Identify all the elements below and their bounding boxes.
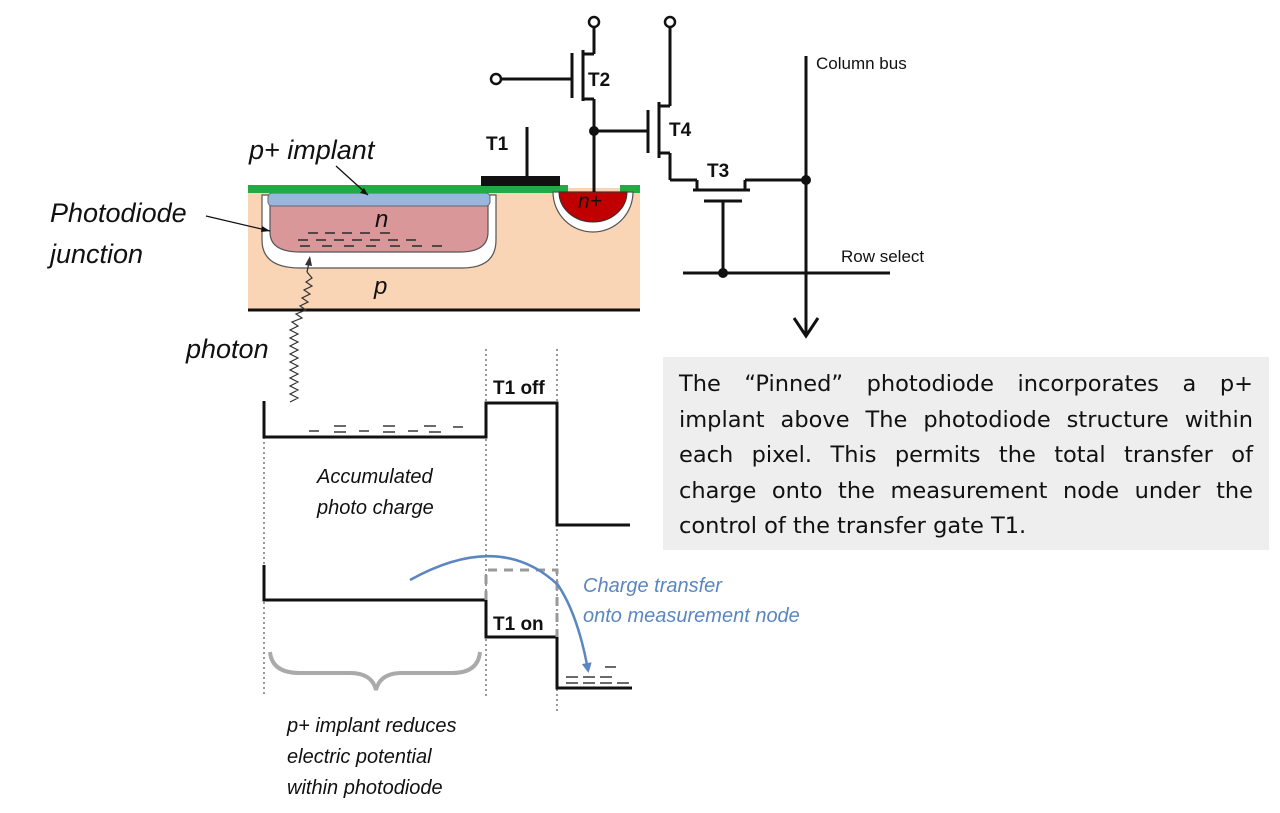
- p-plus-implant-layer: [267, 192, 491, 207]
- label-p-region: p: [373, 273, 387, 300]
- n-plus-region: [558, 191, 628, 223]
- n-region: [269, 194, 489, 253]
- label-n-plus: n+: [578, 190, 602, 213]
- t2-supply-terminal: [587, 15, 601, 29]
- label-accumulated-line1: Accumulated: [316, 466, 433, 488]
- label-photon: photon: [185, 334, 269, 364]
- label-p-plus-implant: p+ implant: [248, 135, 376, 165]
- label-row-select: Row select: [841, 247, 924, 266]
- label-implant-note-line3: within photodiode: [287, 777, 443, 799]
- explanation-note: The “Pinned” photodiode incorporates a p…: [663, 357, 1269, 550]
- implant-region-brace: [268, 651, 482, 691]
- label-charge-transfer-line1: Charge transfer: [583, 575, 723, 597]
- photon-wave: [288, 271, 314, 403]
- label-photodiode-line1: Photodiode: [50, 198, 187, 228]
- pixel-readout-circuit: [489, 15, 890, 339]
- surface-oxide-right: [620, 185, 640, 193]
- label-photodiode-line2: junction: [46, 239, 143, 269]
- label-t3: T3: [707, 161, 729, 182]
- label-t1: T1: [486, 134, 509, 155]
- potential-t1-on: [262, 565, 632, 690]
- label-accumulated-line2: photo charge: [316, 497, 434, 519]
- explanation-note-text: The “Pinned” photodiode incorporates a p…: [679, 371, 1253, 539]
- label-charge-transfer-line2: onto measurement node: [583, 605, 800, 627]
- accumulated-charge-dashes: [309, 425, 463, 433]
- surface-oxide-left: [248, 185, 568, 193]
- label-t1-on: T1 on: [493, 614, 544, 635]
- label-t4: T4: [669, 120, 692, 141]
- label-implant-note-line2: electric potential: [287, 746, 432, 768]
- t4-supply-terminal: [663, 15, 677, 29]
- column-bus-arrow: [792, 317, 820, 339]
- potential-t1-off: [262, 401, 630, 527]
- stored-electrons: [298, 232, 442, 247]
- charge-transfer-arrow: [409, 555, 592, 673]
- label-column-bus: Column bus: [816, 54, 907, 73]
- label-t2: T2: [588, 70, 610, 91]
- photodiode-cross-section: [205, 127, 640, 403]
- label-t1-off: T1 off: [493, 378, 545, 399]
- label-implant-note-line1: p+ implant reduces: [286, 715, 457, 737]
- t1-gate: [481, 176, 560, 186]
- photodiode-pointer: [205, 215, 271, 232]
- transferred-charge-dashes: [566, 666, 629, 684]
- label-n-region: n: [375, 206, 388, 233]
- previous-barrier-dashed: [484, 568, 559, 637]
- column-bus-junction: [801, 175, 811, 185]
- t2-gate-terminal: [489, 72, 503, 86]
